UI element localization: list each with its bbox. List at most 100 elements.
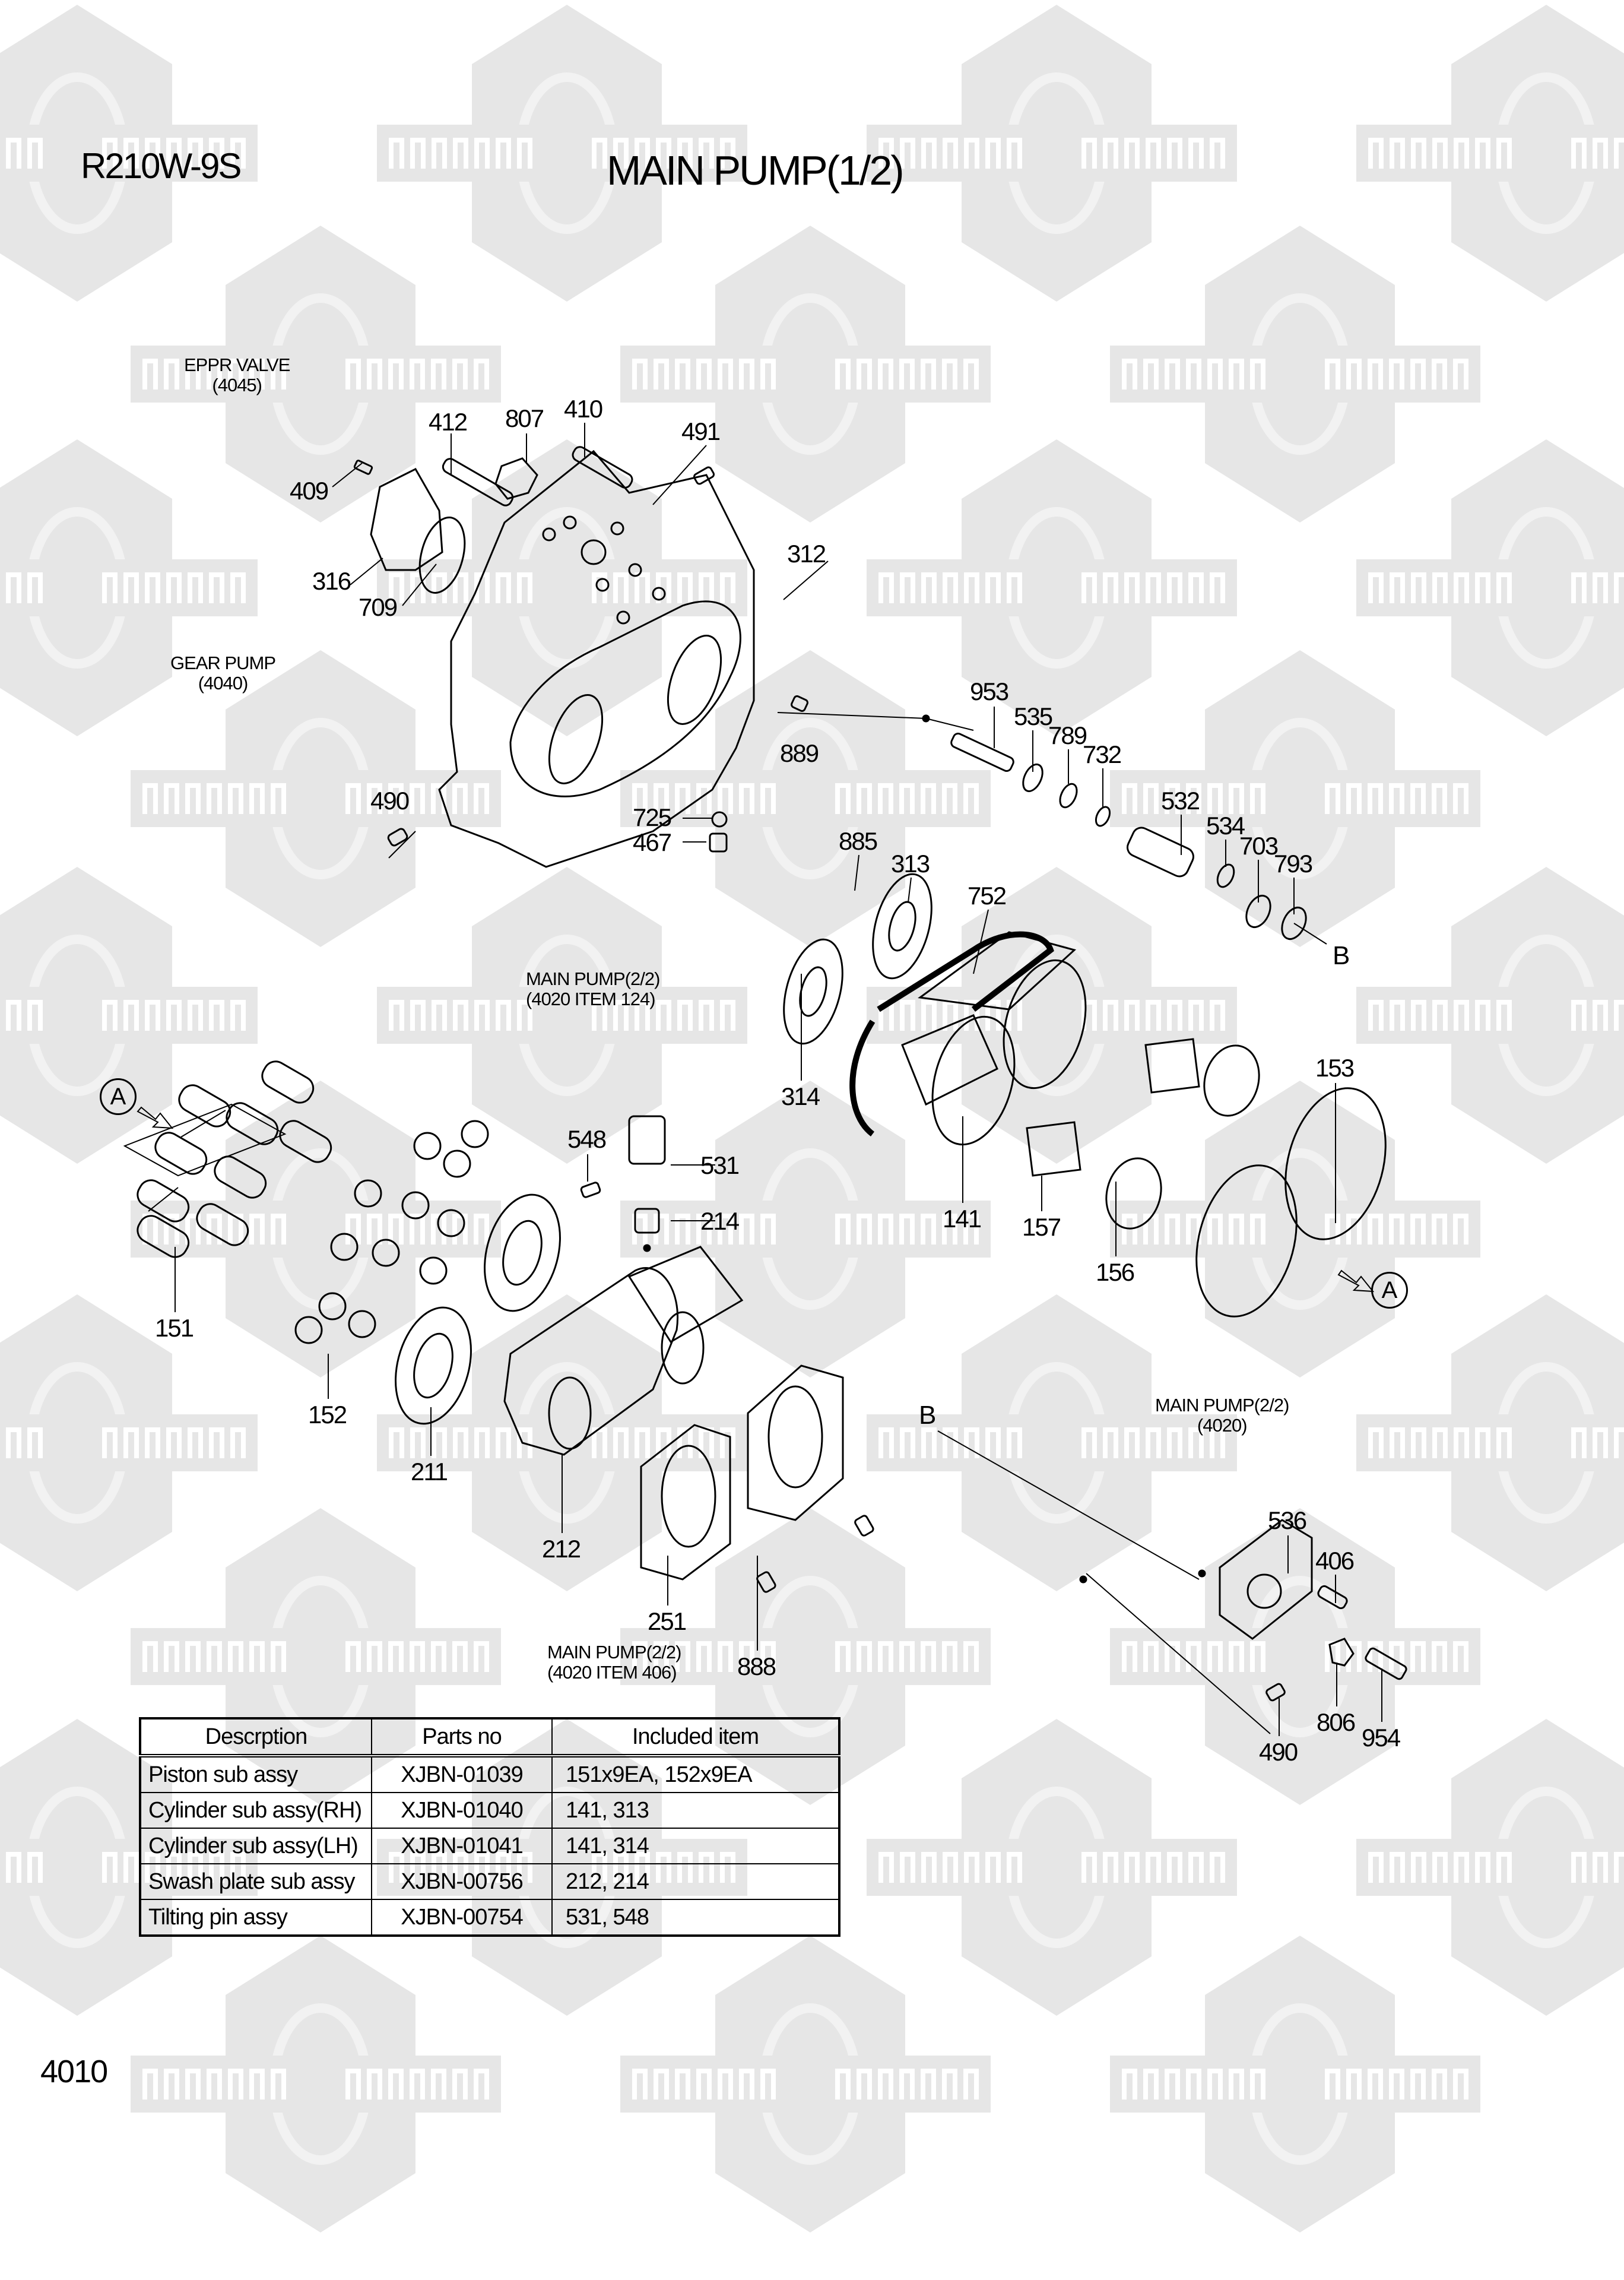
parts-table-header-row: Descrption Parts no Included item (139, 1718, 840, 1758)
part-label-412: 412 (429, 408, 468, 436)
cell-included: 141, 313 (551, 1792, 840, 1829)
part-label-889: 889 (780, 739, 819, 767)
reference-name: MAIN PUMP(2/2) (526, 968, 660, 989)
watermark-logo (131, 226, 501, 522)
reference-code: (4020 ITEM 406) (547, 1662, 677, 1683)
part-label-953: 953 (970, 677, 1009, 705)
part-label-467: 467 (633, 828, 672, 856)
pump-housing (438, 449, 755, 868)
part-label-157: 157 (1022, 1213, 1061, 1241)
watermark-logo (0, 1294, 258, 1591)
reference-eppr-valve: EPPR VALVE (4045) (184, 354, 290, 396)
part-label-548: 548 (567, 1125, 607, 1153)
part-label-153: 153 (1315, 1054, 1355, 1082)
watermark-logo (1356, 1294, 1624, 1591)
cell-parts-no: XJBN-00754 (371, 1899, 553, 1936)
watermark-logo (1356, 1719, 1624, 2016)
cell-parts-no: XJBN-00756 (371, 1863, 553, 1900)
watermark-logo (1110, 226, 1480, 522)
part-label-156: 156 (1096, 1258, 1135, 1286)
watermark-logo (131, 650, 501, 947)
connector-b-lower: B (919, 1401, 937, 1430)
reference-code: (4045) (212, 375, 262, 396)
reference-name: GEAR PUMP (170, 653, 276, 673)
part-label-141: 141 (943, 1205, 982, 1233)
page-title: MAIN PUMP(1/2) (607, 147, 905, 194)
column-header-description: Descrption (139, 1718, 372, 1758)
cell-description: Tilting pin assy (139, 1899, 372, 1936)
part-label-725: 725 (633, 803, 672, 831)
reference-gear-pump: GEAR PUMP (4040) (170, 653, 276, 694)
watermark-logo (0, 5, 258, 302)
part-label-885: 885 (839, 827, 878, 855)
part-label-214: 214 (700, 1207, 740, 1235)
cell-parts-no: XJBN-01039 (371, 1755, 553, 1793)
cell-description: Swash plate sub assy (139, 1863, 372, 1900)
watermark-logo (1356, 439, 1624, 736)
part-label-312: 312 (787, 540, 826, 568)
swash-assembly (395, 1115, 744, 1456)
watermark-logo (131, 1936, 501, 2232)
parts-table: Descrption Parts no Included item Piston… (139, 1717, 840, 1937)
part-label-535: 535 (1014, 702, 1053, 730)
part-label-888: 888 (737, 1652, 776, 1680)
part-label-709: 709 (359, 593, 398, 621)
part-label-410: 410 (564, 395, 603, 423)
watermark-logo (620, 1081, 991, 1378)
model-name: R210W-9S (81, 146, 242, 186)
watermark-logo (1110, 650, 1480, 947)
cell-included: 141, 314 (551, 1828, 840, 1864)
watermark-logo (620, 650, 991, 947)
reference-main-pump-4020: MAIN PUMP(2/2) (4020) (1155, 1395, 1289, 1436)
connector-b-upper: B (1333, 941, 1350, 970)
connector-a-right: A (1371, 1272, 1408, 1309)
part-label-732: 732 (1083, 740, 1122, 768)
reference-code: (4020 ITEM 124) (526, 989, 656, 1010)
watermark-logo (1110, 1508, 1480, 1805)
reference-name: MAIN PUMP(2/2) (547, 1642, 681, 1662)
part-label-251: 251 (648, 1607, 687, 1635)
table-row: Piston sub assy XJBN-01039 151x9EA, 152x… (139, 1755, 840, 1793)
part-label-211: 211 (411, 1458, 448, 1486)
watermark-logo (1356, 867, 1624, 1164)
watermark-logo (377, 439, 747, 736)
part-label-314: 314 (781, 1082, 820, 1110)
cradle-covers (640, 1364, 874, 1593)
column-header-included-item: Included item (551, 1718, 840, 1758)
table-row: Cylinder sub assy(RH) XJBN-01040 141, 31… (139, 1792, 840, 1829)
cell-included: 531, 548 (551, 1899, 840, 1936)
part-label-954: 954 (1362, 1724, 1401, 1752)
leader-lines (148, 423, 1382, 1736)
table-row: Cylinder sub assy(LH) XJBN-01041 141, 31… (139, 1828, 840, 1864)
flange-parts (922, 714, 1407, 1702)
reference-name: MAIN PUMP(2/2) (1155, 1395, 1289, 1416)
part-label-534: 534 (1206, 812, 1245, 840)
watermark-logo (1110, 1936, 1480, 2232)
part-label-793: 793 (1274, 850, 1313, 878)
part-label-789: 789 (1048, 721, 1087, 749)
cell-parts-no: XJBN-01040 (371, 1792, 553, 1829)
cell-description: Piston sub assy (139, 1755, 372, 1793)
cylinder-blocks (783, 873, 1387, 1318)
cell-included: 212, 214 (551, 1863, 840, 1900)
watermark-logo (867, 439, 1237, 736)
cell-included: 151x9EA, 152x9EA (551, 1755, 840, 1793)
reference-main-pump-item-406: MAIN PUMP(2/2) (4020 ITEM 406) (547, 1642, 681, 1683)
table-row: Swash plate sub assy XJBN-00756 212, 214 (139, 1863, 840, 1900)
watermark-logo (131, 1081, 501, 1378)
part-label-491: 491 (681, 417, 721, 445)
cell-description: Cylinder sub assy(LH) (139, 1828, 372, 1864)
watermark-logo (867, 1294, 1237, 1591)
reference-code: (4020) (1197, 1415, 1248, 1436)
regulator-parts (387, 695, 1307, 940)
part-label-490-lower: 490 (1259, 1738, 1298, 1766)
part-label-531: 531 (700, 1151, 740, 1179)
part-label-806: 806 (1317, 1708, 1356, 1736)
reference-name: EPPR VALVE (184, 354, 290, 375)
watermark-logo (0, 439, 258, 736)
watermark-logo (1356, 5, 1624, 302)
page-number: 4010 (40, 2054, 108, 2089)
watermark-logo (377, 867, 747, 1164)
